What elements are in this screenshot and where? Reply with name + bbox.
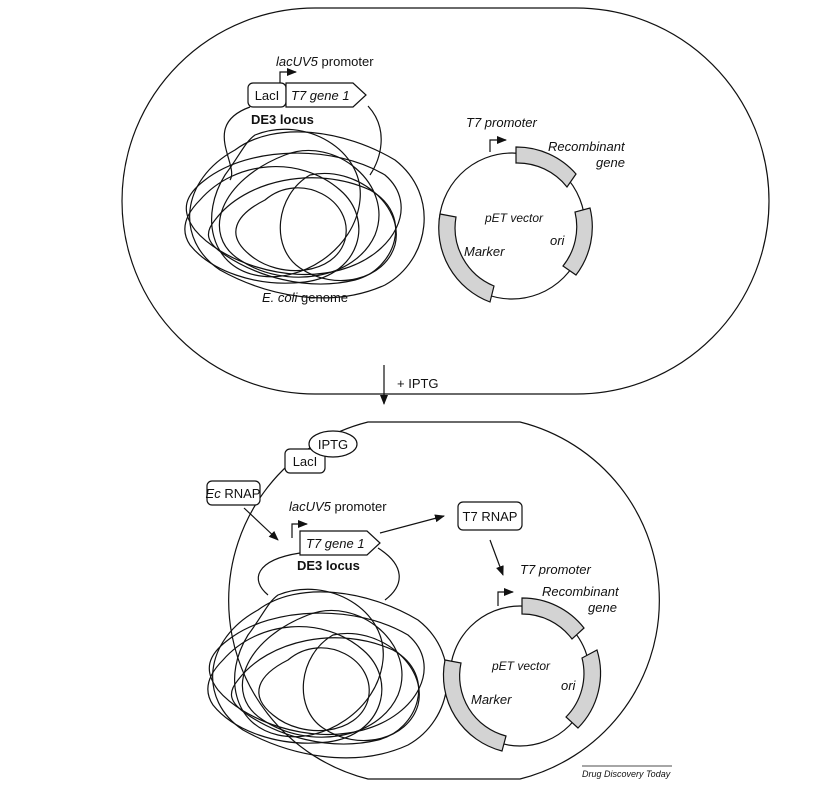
top-recombinant-gene-segment [515, 146, 577, 189]
bottom-ori-segment [565, 649, 602, 729]
top-ori-segment [562, 207, 593, 276]
top-chromosome [184, 105, 425, 299]
bottom-laci-box [284, 448, 326, 474]
bottom-marker-segment [442, 659, 507, 752]
bottom-de3-locus-label: DE3 locus [297, 558, 360, 573]
bottom-recombinant-gene-segment [521, 597, 585, 640]
ec-rnap-arrow [243, 507, 279, 541]
iptg-ellipse [308, 430, 358, 458]
bottom-de3-locus: lacUV5 promoter T7 gene 1 DE3 locus [289, 499, 445, 573]
bottom-promoter-label: lacUV5 promoter [289, 499, 387, 514]
source-credit: Drug Discovery Today [582, 765, 672, 779]
top-pet-vector: T7 promoter Recombinant gene pET vector … [438, 115, 626, 303]
bottom-marker-label: Marker [471, 692, 512, 707]
top-de3-locus-label: DE3 locus [251, 112, 314, 127]
bottom-gene-label: gene [588, 600, 617, 615]
bottom-promoter-arrow [291, 520, 308, 538]
iptg-label: IPTG [318, 437, 348, 452]
transcription-arrow [379, 514, 445, 534]
bottom-laci-iptg-complex: LacI IPTG [284, 430, 358, 474]
top-cell: lacUV5 promoter LacI T7 gene 1 DE3 locus… [121, 7, 770, 395]
bottom-t7-promoter-arrow [497, 588, 514, 606]
top-cell-membrane [121, 7, 770, 395]
bottom-t7-gene-label: T7 gene 1 [306, 536, 365, 551]
ec-rnap-label: Ec RNAP [206, 486, 261, 501]
bottom-cell-membrane [228, 421, 660, 780]
ec-rnap-box [206, 480, 261, 506]
top-genome-label: E. coli genome [262, 290, 348, 305]
bottom-recombinant-label: Recombinant [542, 584, 620, 599]
ec-rnap: Ec RNAP [206, 480, 279, 541]
t7-rnap: T7 RNAP [457, 501, 523, 576]
t7-rnap-label: T7 RNAP [463, 509, 518, 524]
bottom-ori-label: ori [561, 678, 577, 693]
top-marker-segment [438, 213, 495, 303]
top-laci-label: LacI [255, 88, 280, 103]
t7-rnap-arrow [489, 539, 504, 576]
top-marker-label: Marker [464, 244, 505, 259]
top-de3-locus: lacUV5 promoter LacI T7 gene 1 DE3 locus [247, 54, 374, 127]
t7-rnap-box [457, 501, 523, 531]
top-t7-promoter-label: T7 promoter [466, 115, 537, 130]
bottom-t7-gene-box [299, 530, 381, 556]
top-promoter-label: lacUV5 promoter [276, 54, 374, 69]
bottom-chromosome [207, 547, 448, 759]
top-pet-vector-label: pET vector [484, 211, 544, 225]
bottom-pet-vector-label: pET vector [491, 659, 551, 673]
bottom-laci-label: LacI [293, 454, 318, 469]
top-ori-label: ori [550, 233, 566, 248]
bottom-t7-promoter-label: T7 promoter [520, 562, 591, 577]
induction-step: + IPTG [380, 365, 439, 405]
top-t7-promoter-arrow [489, 136, 507, 152]
induction-label: + IPTG [397, 376, 439, 391]
top-gene-label: gene [596, 155, 625, 170]
bottom-pet-vector: T7 promoter Recombinant gene pET vector … [442, 562, 620, 752]
top-t7-gene-label: T7 gene 1 [291, 88, 350, 103]
source-label: Drug Discovery Today [582, 769, 671, 779]
top-recombinant-label: Recombinant [548, 139, 626, 154]
bottom-cell: LacI IPTG Ec RNAP lacUV5 promoter T7 gen… [206, 421, 660, 780]
top-t7-gene-box [285, 82, 367, 108]
